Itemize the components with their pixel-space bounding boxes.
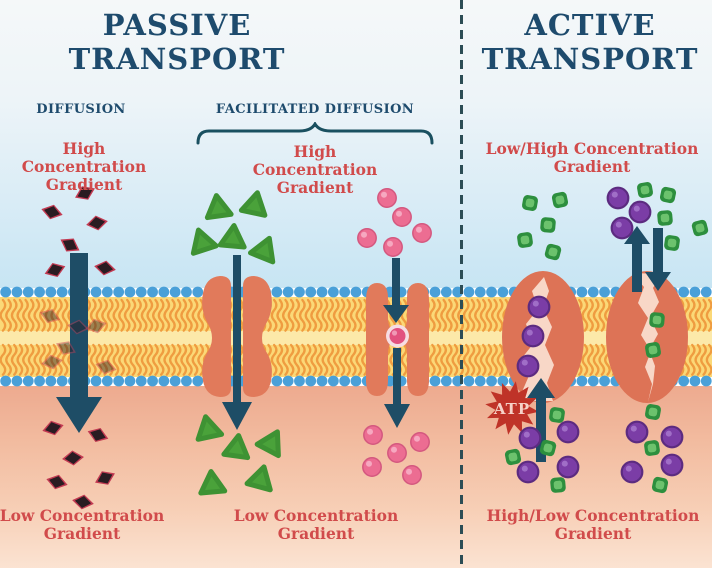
active-purple-molecules-pump [516, 295, 551, 378]
diffusion-molecules-bottom [42, 420, 115, 510]
carrier-down-arrow-lower [384, 348, 410, 428]
facilitated-low-gradient-label: Low Concentration Gradient [233, 506, 399, 543]
section-divider [460, 0, 463, 568]
channel-molecules-top [190, 190, 276, 265]
carrier-protein [366, 283, 429, 396]
active-purple-molecules-top [606, 186, 652, 240]
active-purple-molecules-bottom [516, 420, 684, 484]
exchange-down-arrow [645, 228, 671, 291]
diffusion-low-gradient-label: Low Concentration Gradient [0, 506, 165, 543]
channel-molecules-bottom [195, 414, 281, 496]
active-high-low-gradient-label: High/Low Concentration Gradient [486, 506, 700, 543]
atp-label: ATP [493, 400, 530, 418]
pump-protein-exchange [606, 271, 688, 403]
carrier-molecules-top [357, 188, 432, 257]
transport-arrows [56, 226, 671, 462]
carrier-molecules-bottom [362, 425, 430, 485]
active-transport-title: ACTIVE TRANSPORT [481, 8, 699, 77]
active-green-molecules-top [517, 182, 709, 261]
facilitated-diffusion-label: FACILITATED DIFFUSION [215, 102, 415, 117]
intracellular-background [0, 386, 712, 568]
carrier-down-arrow-upper [383, 258, 409, 323]
active-green-molecules-bottom [504, 404, 669, 494]
carrier-solute [386, 324, 409, 348]
extracellular-background [0, 0, 712, 288]
active-green-molecules-pump [645, 312, 665, 358]
passive-transport-title: PASSIVE TRANSPORT [68, 8, 286, 77]
facilitated-high-gradient-label: High Concentration Gradient [252, 142, 378, 197]
pump-up-arrow [527, 378, 555, 462]
diffusion-down-arrow [56, 253, 102, 433]
molecules [39, 182, 709, 510]
facilitated-bracket [196, 122, 434, 145]
exchange-up-arrow [624, 226, 650, 292]
diffusion-molecules-membrane [39, 308, 117, 375]
atp-burst: ATP [485, 381, 539, 435]
active-low-high-gradient-label: Low/High Concentration Gradient [485, 139, 699, 176]
diffusion-high-gradient-label: High Concentration Gradient [21, 139, 147, 194]
diffusion-label: DIFFUSION [36, 102, 126, 117]
channel-protein [202, 276, 272, 397]
lipid-band-middle [0, 331, 712, 345]
diffusion-molecules-top [41, 186, 116, 278]
channel-down-arrow [222, 255, 252, 430]
